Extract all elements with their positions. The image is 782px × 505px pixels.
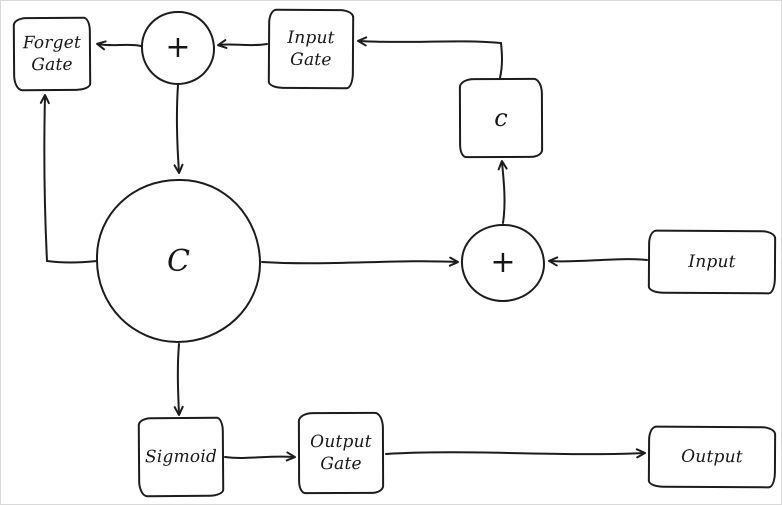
node-add-right: + bbox=[461, 224, 545, 302]
node-candidate-c: c bbox=[458, 77, 544, 159]
node-input: Input bbox=[647, 229, 777, 295]
arrow-cell-c-to-forget-gate bbox=[39, 94, 98, 264]
arrow-sigmoid-to-output-gate bbox=[224, 451, 296, 462]
node-cell-c: C bbox=[96, 179, 261, 343]
node-sigmoid-label: Sigmoid bbox=[144, 446, 218, 468]
node-add-top: + bbox=[141, 11, 215, 85]
node-output: Output bbox=[647, 425, 777, 489]
node-forget-gate: Forget Gate bbox=[12, 16, 92, 92]
arrow-input-gate-to-add-top bbox=[217, 39, 268, 49]
arrow-cell-c-to-sigmoid bbox=[173, 343, 184, 416]
arrow-cell-c-to-add-right bbox=[261, 256, 459, 267]
node-input-label: Input bbox=[688, 251, 736, 273]
arrow-add-top-to-cell-c bbox=[173, 84, 184, 174]
node-output-gate: Output Gate bbox=[297, 411, 385, 495]
node-input-gate-label: Input Gate bbox=[287, 27, 335, 71]
node-add-right-label: + bbox=[490, 245, 516, 280]
arrow-add-top-to-forget-gate bbox=[96, 40, 142, 51]
node-output-gate-label: Output Gate bbox=[310, 431, 372, 475]
node-forget-gate-label: Forget Gate bbox=[22, 32, 82, 76]
node-cell-c-label: C bbox=[167, 243, 190, 279]
node-output-label: Output bbox=[681, 446, 743, 468]
arrow-output-gate-to-output bbox=[385, 448, 646, 459]
node-add-top-label: + bbox=[165, 30, 191, 65]
node-input-gate: Input Gate bbox=[267, 8, 355, 90]
node-sigmoid: Sigmoid bbox=[137, 416, 225, 498]
arrow-input-to-add-right bbox=[548, 256, 648, 267]
arrow-candidate-c-to-input-gate bbox=[357, 36, 503, 79]
node-candidate-c-label: c bbox=[494, 103, 508, 133]
arrow-add-right-to-candidate-c bbox=[497, 160, 508, 224]
